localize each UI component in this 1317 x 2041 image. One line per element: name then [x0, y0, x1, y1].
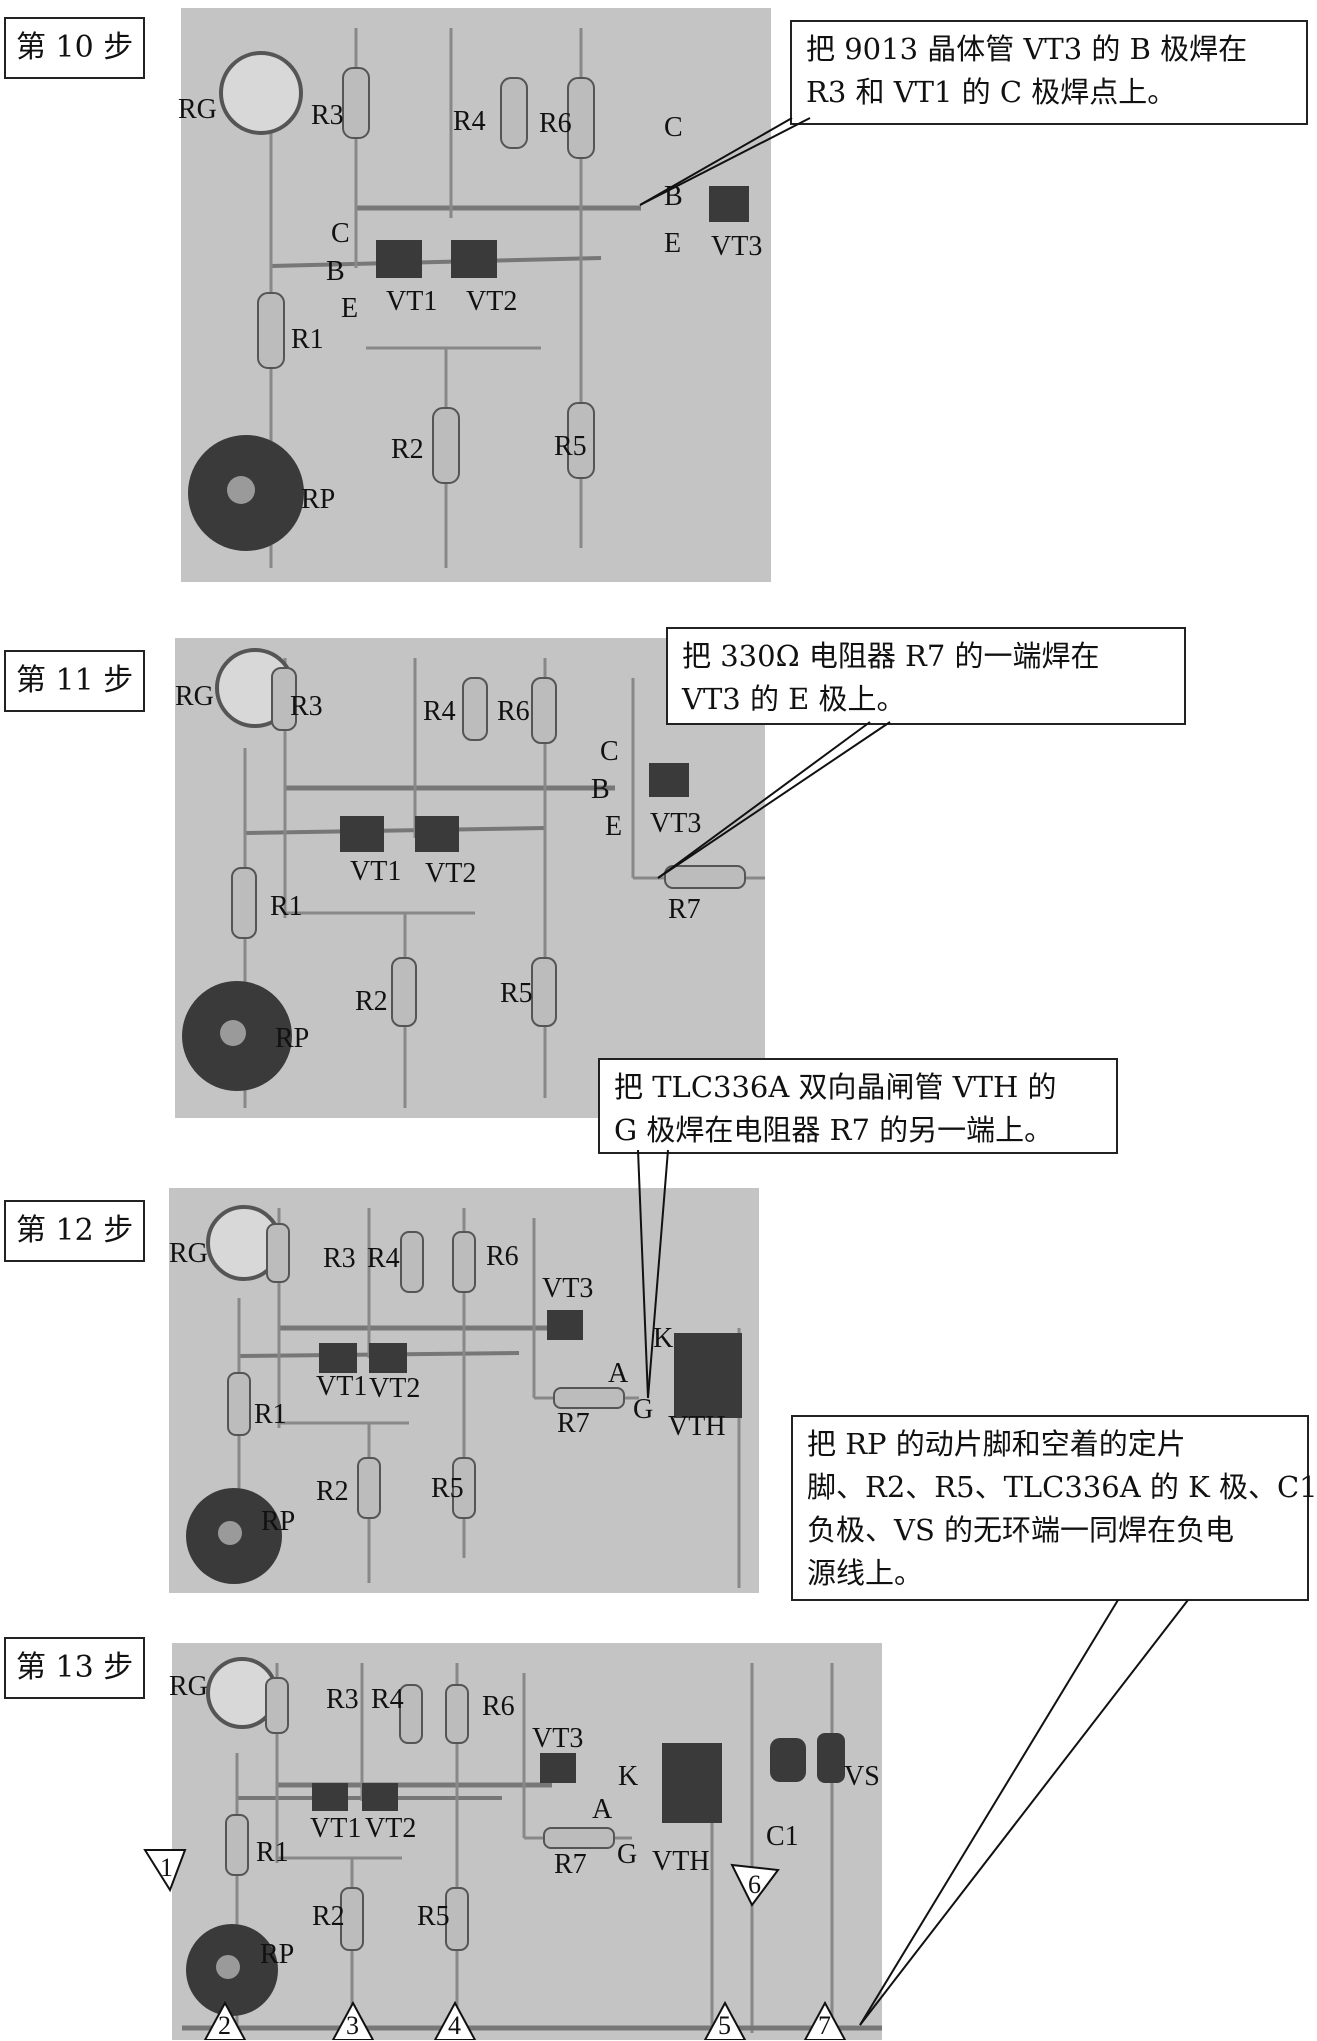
- label-rp: RP: [301, 486, 335, 514]
- label-r4: R4: [453, 108, 486, 136]
- label-vth-g: G: [617, 1841, 637, 1869]
- label-vt3-b: B: [591, 776, 610, 804]
- label-vt3-e: E: [664, 230, 681, 258]
- label-vt1: VT1: [310, 1815, 361, 1843]
- label-vt1: VT1: [350, 858, 401, 886]
- label-vt1-b: B: [326, 258, 345, 286]
- step-12-note: 把 TLC336A 双向晶闸管 VTH 的 G 极焊在电阻器 R7 的另一端上。: [598, 1058, 1118, 1154]
- label-vt3: VT3: [532, 1725, 583, 1753]
- step-12-circuit-sketch: [169, 1188, 759, 1593]
- label-rg: RG: [175, 683, 214, 711]
- step-11-label: 第 11 步: [4, 650, 145, 712]
- label-r6: R6: [497, 698, 530, 726]
- label-rg: RG: [178, 96, 217, 124]
- marker-6: 6: [748, 1870, 761, 1900]
- label-rp: RP: [275, 1025, 309, 1053]
- label-vt3-b: B: [664, 183, 683, 211]
- step-13-note: 把 RP 的动片脚和空着的定片 脚、R2、R5、TLC336A 的 K 极、C1…: [791, 1415, 1309, 1601]
- marker-5: 5: [718, 2011, 731, 2041]
- label-r6: R6: [482, 1693, 515, 1721]
- label-r1: R1: [291, 326, 324, 354]
- label-r3: R3: [323, 1245, 356, 1273]
- marker-4: 4: [448, 2011, 461, 2041]
- label-vth-a: A: [592, 1796, 612, 1824]
- label-vt1: VT1: [386, 288, 437, 316]
- label-r2: R2: [355, 988, 388, 1016]
- label-vt2: VT2: [369, 1375, 420, 1403]
- label-r5: R5: [500, 980, 533, 1008]
- label-r2: R2: [391, 436, 424, 464]
- marker-7: 7: [818, 2011, 831, 2041]
- label-r2: R2: [312, 1903, 345, 1931]
- step-10-note: 把 9013 晶体管 VT3 的 B 极焊在 R3 和 VT1 的 C 极焊点上…: [790, 20, 1308, 125]
- label-vth-g: G: [633, 1396, 653, 1424]
- label-r4: R4: [371, 1686, 404, 1714]
- label-r5: R5: [431, 1475, 464, 1503]
- label-vth-k: K: [653, 1325, 673, 1353]
- label-rg: RG: [169, 1673, 208, 1701]
- step-10-label: 第 10 步: [4, 17, 145, 79]
- label-vth: VTH: [668, 1413, 726, 1441]
- label-r5: R5: [417, 1903, 450, 1931]
- label-vt3-e: E: [605, 813, 622, 841]
- label-r6: R6: [539, 110, 572, 138]
- label-r7: R7: [557, 1410, 590, 1438]
- label-vt3: VT3: [542, 1275, 593, 1303]
- label-vt3-c: C: [664, 114, 683, 142]
- label-vt3: VT3: [650, 810, 701, 838]
- label-vt1: VT1: [316, 1373, 367, 1401]
- step-12-label: 第 12 步: [4, 1200, 145, 1262]
- label-r4: R4: [423, 698, 456, 726]
- label-r3: R3: [311, 102, 344, 130]
- label-r7: R7: [668, 896, 701, 924]
- step-13-label: 第 13 步: [4, 1637, 145, 1699]
- label-r2: R2: [316, 1478, 349, 1506]
- label-vt1-e: E: [341, 295, 358, 323]
- label-r3: R3: [290, 693, 323, 721]
- label-r1: R1: [270, 893, 303, 921]
- step-11-note: 把 330Ω 电阻器 R7 的一端焊在 VT3 的 E 极上。: [666, 627, 1186, 725]
- marker-2: 2: [218, 2011, 231, 2041]
- marker-3: 3: [346, 2011, 359, 2041]
- label-vt1-c: C: [331, 220, 350, 248]
- label-vth-k: K: [618, 1763, 638, 1791]
- label-r1: R1: [256, 1839, 289, 1867]
- label-vth: VTH: [652, 1848, 710, 1876]
- step-13-photo: RG R3 R4 R6 VT3 K A G VTH C1 VS VT1 VT2 …: [172, 1643, 882, 2040]
- label-vt2: VT2: [466, 288, 517, 316]
- label-r6: R6: [486, 1243, 519, 1271]
- step-10-photo: RG R3 R4 R6 C B E VT3 C B E VT1 VT2 R1 R…: [181, 8, 771, 582]
- label-r3: R3: [326, 1686, 359, 1714]
- label-rp: RP: [261, 1508, 295, 1536]
- label-rp: RP: [260, 1941, 294, 1969]
- label-vt2: VT2: [365, 1815, 416, 1843]
- label-vt3-c: C: [600, 738, 619, 766]
- label-vth-a: A: [608, 1360, 628, 1388]
- label-r5: R5: [554, 433, 587, 461]
- step-12-photo: RG R3 R4 R6 VT3 K A G VTH VT1 VT2 R1 R7 …: [169, 1188, 759, 1593]
- label-r7: R7: [554, 1851, 587, 1879]
- marker-1: 1: [160, 1853, 173, 1883]
- label-r4: R4: [367, 1245, 400, 1273]
- label-vt2: VT2: [425, 860, 476, 888]
- label-c1: C1: [766, 1823, 799, 1851]
- label-r1: R1: [254, 1401, 287, 1429]
- label-rg: RG: [169, 1240, 208, 1268]
- label-vt3: VT3: [711, 233, 762, 261]
- label-vs: VS: [844, 1763, 880, 1791]
